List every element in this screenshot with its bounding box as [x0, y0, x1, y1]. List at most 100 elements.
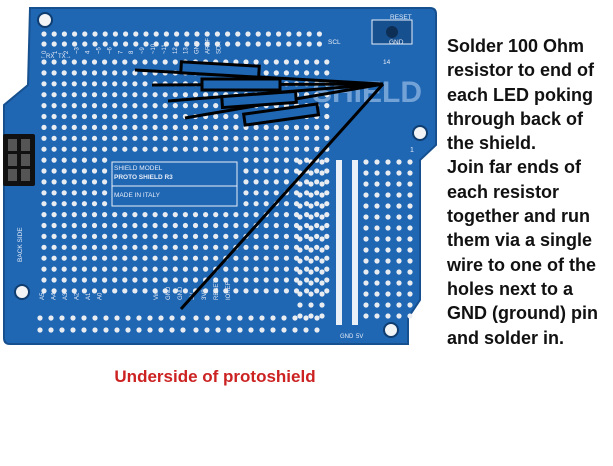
digital-pin-label: ~9	[140, 46, 146, 54]
board-hole	[172, 135, 178, 141]
board-hole	[213, 146, 219, 152]
board-hole	[314, 59, 320, 65]
board-hole	[235, 41, 241, 47]
board-hole	[204, 41, 210, 47]
mounting-hole	[14, 284, 30, 300]
board-hole	[61, 92, 67, 98]
board-hole	[51, 146, 57, 152]
board-hole	[253, 233, 259, 239]
board-hole	[162, 146, 168, 152]
board-hole	[81, 92, 87, 98]
board-hole	[112, 31, 118, 37]
board-hole	[276, 31, 282, 37]
board-hole	[407, 192, 413, 198]
board-hole	[162, 288, 168, 294]
power-pin-label: 3V3	[202, 289, 208, 300]
board-hole	[297, 159, 303, 165]
board-hole	[385, 225, 391, 231]
board-hole	[296, 31, 302, 37]
board-hole	[283, 212, 289, 218]
board-hole	[182, 277, 188, 283]
board-hole	[273, 135, 279, 141]
board-hole	[152, 277, 158, 283]
board-hole	[41, 31, 47, 37]
board-hole	[314, 124, 320, 130]
board-hole	[223, 212, 229, 218]
board-hole	[308, 236, 314, 242]
board-hole	[61, 135, 67, 141]
board-hole	[223, 113, 229, 120]
board-hole	[243, 222, 249, 229]
board-hole	[203, 103, 209, 109]
board-hole	[319, 214, 325, 220]
board-hole	[243, 201, 249, 207]
board-hole	[122, 288, 128, 294]
board-hole	[51, 222, 57, 229]
board-hole	[314, 244, 320, 250]
board-hole	[233, 277, 239, 283]
board-hole	[297, 313, 303, 319]
board-hole	[243, 277, 249, 283]
board-hole	[263, 266, 269, 272]
board-hole	[41, 70, 47, 76]
board-hole	[385, 302, 391, 308]
board-hole	[91, 266, 98, 272]
board-hole	[81, 233, 87, 239]
board-hole	[203, 266, 209, 272]
board-hole	[263, 168, 269, 174]
board-hole	[182, 146, 188, 152]
board-hole	[61, 255, 67, 261]
board-hole	[407, 280, 413, 286]
board-hole	[122, 212, 128, 218]
board-hole	[132, 113, 138, 120]
board-hole	[132, 135, 138, 141]
board-hole	[132, 212, 138, 218]
analog-pin-label: A5	[40, 292, 46, 300]
board-hole	[152, 59, 158, 65]
board-hole	[142, 135, 148, 141]
board-hole	[112, 81, 118, 87]
board-hole	[48, 315, 54, 321]
board-hole	[41, 288, 47, 294]
board-hole	[407, 291, 413, 297]
board-hole	[122, 277, 128, 283]
board-hole	[59, 315, 65, 321]
board-hole	[316, 41, 322, 47]
board-hole	[182, 222, 188, 229]
board-hole	[243, 59, 249, 65]
bottom-label-gnd: GND	[340, 334, 354, 340]
board-hole	[253, 266, 259, 272]
board-hole	[81, 59, 87, 65]
board-hole	[102, 59, 108, 65]
board-hole	[102, 244, 108, 250]
board-hole	[204, 327, 210, 333]
board-hole	[132, 146, 138, 152]
board-hole	[314, 179, 320, 185]
resistor-2	[200, 77, 282, 92]
power-pin-label: Vin	[154, 291, 160, 300]
board-hole	[61, 70, 67, 76]
board-hole	[41, 168, 47, 174]
board-hole	[132, 81, 138, 87]
board-hole	[243, 168, 249, 174]
board-hole	[192, 146, 199, 152]
board-hole	[91, 190, 98, 196]
board-hole	[303, 315, 309, 321]
board-hole	[253, 255, 259, 261]
board-hole	[385, 214, 391, 220]
board-hole	[306, 41, 312, 47]
board-hole	[91, 135, 98, 141]
board-hole	[385, 170, 391, 176]
board-hole	[112, 244, 118, 250]
board-hole	[233, 135, 239, 141]
board-hole	[396, 302, 402, 308]
board-hole	[324, 113, 330, 120]
board-hole	[61, 113, 67, 120]
board-hole	[297, 181, 303, 187]
reset-label: RESET	[390, 14, 412, 21]
board-hole	[61, 288, 67, 294]
board-hole	[319, 247, 325, 253]
board-hole	[363, 159, 369, 165]
board-hole	[112, 266, 118, 272]
board-hole	[319, 170, 325, 176]
